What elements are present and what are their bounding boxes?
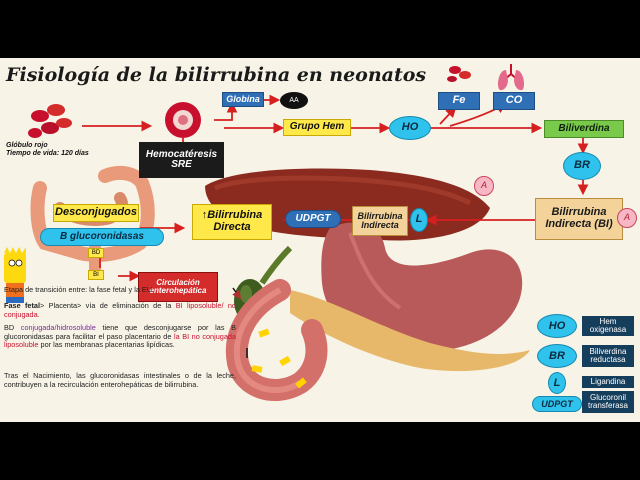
bilirrubina-indirecta-bi-box: Bilirrubina Indirecta (BI)	[535, 198, 623, 240]
legend-ho-icon: HO	[537, 314, 577, 338]
cartoon-character-icon	[4, 247, 26, 303]
label-red-blood-cell: Glóbulo rojo Tiempo de vida: 120 días	[6, 142, 106, 158]
grupo-hem-box: Grupo Hem	[283, 119, 351, 136]
stomach-illustration	[321, 222, 523, 353]
globulo-label: Glóbulo rojo	[6, 142, 48, 149]
bilirrubina-directa-box: ↑Bilirrubina Directa	[192, 204, 272, 240]
aa-badge: AA	[280, 92, 308, 109]
page-title: Fisiología de la bilirrubina en neonatos	[6, 64, 427, 86]
macrophage-icon	[165, 102, 201, 138]
p2-highlight-red: la BI no conjugada liposoluble	[4, 331, 237, 350]
circulacion-enterohepatica-box: Circulación enterohepática	[138, 272, 218, 302]
albumin-marker-right: A	[617, 208, 637, 228]
bd-tag: BD	[88, 248, 104, 258]
lifespan-label: Tiempo de vida: 120 días	[6, 150, 89, 158]
albumin-marker-top: A	[474, 176, 494, 196]
red-blood-cells-icon	[28, 104, 72, 138]
p2-bd: BD	[4, 323, 21, 332]
legend-br-label: Biliverdina reductasa	[582, 345, 634, 367]
legend-l-label: Ligandina	[582, 376, 634, 388]
co-box: CO	[493, 92, 535, 110]
intro-text: Etapa de transición entre: la fase fetal…	[4, 285, 155, 294]
fe-box: Fe	[438, 92, 480, 110]
legend-l-icon: L	[548, 372, 566, 394]
legend-udpgt-label: Glucoronil transferasa	[582, 391, 634, 413]
biliverdina-box: Biliverdina	[544, 120, 624, 138]
flow-arrows	[82, 94, 589, 282]
p1-highlight: BI liposoluble/ no conjugada.	[4, 301, 236, 319]
legend-ho-label: Hem oxigenasa	[582, 316, 634, 336]
p2-tail: por las membranas placentarias lipídicas…	[38, 340, 175, 350]
br-enzyme: BR	[563, 152, 601, 180]
iron-cells-icon	[447, 66, 471, 82]
desconjugados-box: Desconjugados	[53, 204, 139, 222]
paragraph-fetal-phase: Fase fetal> Placenta> vía de eliminación…	[4, 301, 236, 319]
udpgt-enzyme: UDPGT	[285, 210, 341, 228]
fase-fetal-label: Fase fetal	[4, 301, 41, 310]
legend-udpgt-icon: UDPGT	[532, 396, 582, 412]
hemocateresis-box: Hemocatéresis SRE	[139, 142, 224, 178]
bilirrubina-indirecta-box: Bilirrubina Indirecta	[352, 206, 408, 236]
b-glucoronidasas-badge: B glucoronidasas	[40, 228, 164, 246]
legend-br-icon: BR	[537, 344, 577, 368]
paragraph-birth: Tras el Nacimiento, las glucoronidasas i…	[4, 371, 236, 389]
bi-tag: BI	[88, 270, 104, 280]
p1-text: > Placenta> vía de eliminación de la	[40, 301, 176, 310]
ho-enzyme: HO	[389, 116, 431, 140]
slide: Fisiología de la bilirrubina en neonatos…	[0, 58, 640, 422]
pancreas-illustration	[290, 290, 530, 372]
p2-highlight-purple: conjugada/hidrosoluble	[20, 323, 96, 332]
ligandina-enzyme: L	[410, 208, 428, 232]
globina-box: Globina	[222, 92, 264, 107]
lungs-icon	[498, 64, 524, 91]
hemocateresis-label: Hemocatéresis	[145, 148, 218, 160]
p2-text: tiene que desconjugarse por las B glucor…	[4, 323, 236, 341]
paragraph-conjugation: BD conjugada/hidrosoluble tiene que desc…	[4, 323, 237, 350]
sre-label: SRE	[171, 159, 192, 170]
